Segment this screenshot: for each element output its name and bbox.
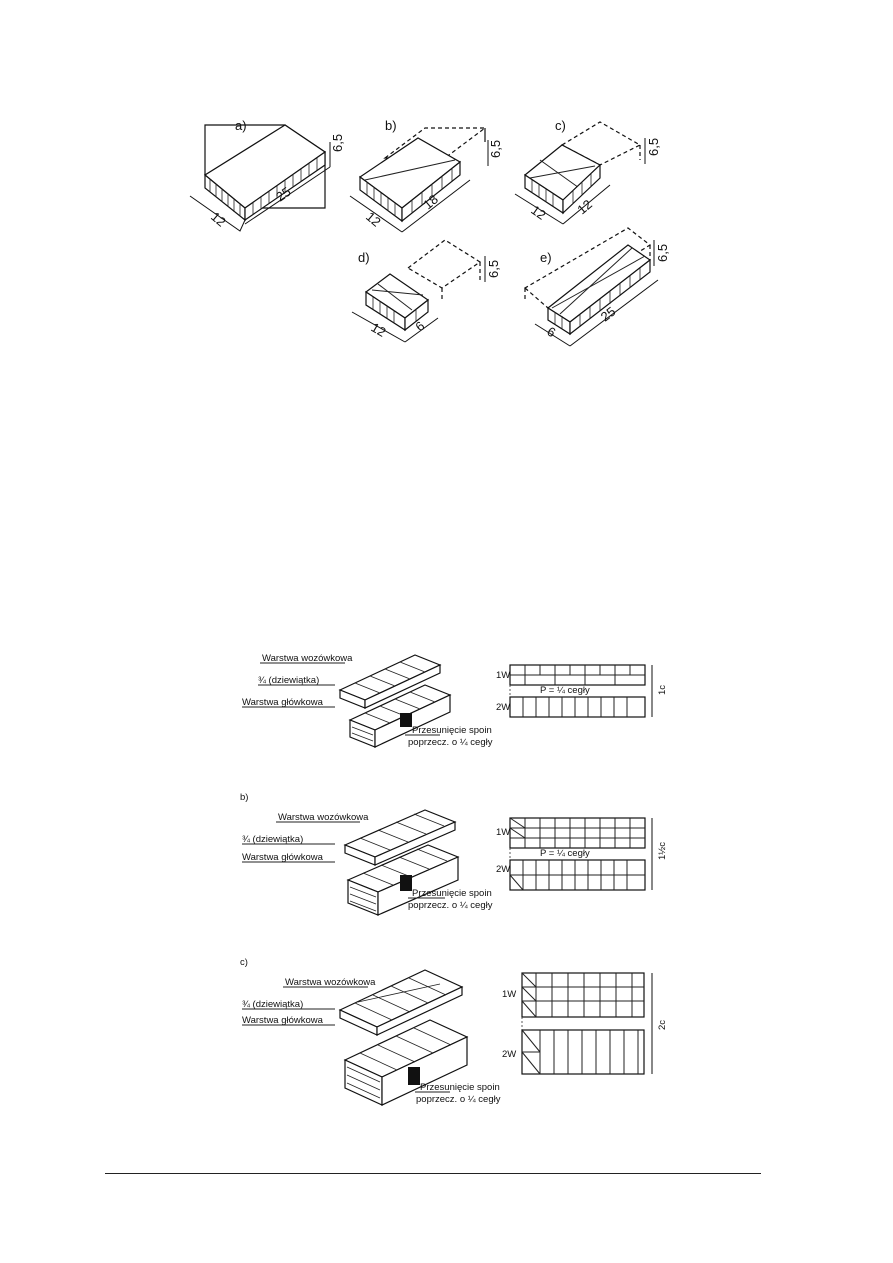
bond-panel-b-label: b) bbox=[240, 792, 248, 803]
panel-c: c) 12 12 6,5 bbox=[514, 118, 661, 225]
row-1-label: 1W bbox=[496, 827, 510, 838]
bottom-layer-label: Warstwa główkowa bbox=[242, 1015, 324, 1026]
panel-d: d) 12 6 6,5 bbox=[351, 239, 501, 343]
thickness-label: 2c bbox=[657, 1020, 668, 1030]
panel-c-width: 12 bbox=[528, 202, 548, 223]
panel-e: e) 6 25 6,5 bbox=[523, 227, 670, 347]
bottom-layer-label: Warstwa główkowa bbox=[242, 852, 324, 863]
three-quarter-label: ¾ (dziewiątka) bbox=[242, 999, 303, 1010]
footer-rule bbox=[105, 1173, 761, 1174]
bond-panel-a: Warstwa wozówkowa ¾ (dziewiątka) Warstwa… bbox=[242, 653, 668, 748]
top-layer-label: Warstwa wozówkowa bbox=[262, 653, 353, 664]
panel-d-width: 12 bbox=[369, 320, 389, 340]
brick-dimensions-figure: a) 12 25 6,5 b) bbox=[189, 118, 670, 347]
row-1-label: 1W bbox=[496, 670, 510, 681]
panel-a-width: 12 bbox=[208, 209, 229, 230]
panel-c-label: c) bbox=[555, 118, 566, 133]
row-1-label: 1W bbox=[502, 989, 516, 1000]
three-quarter-label: ¾ (dziewiątka) bbox=[242, 834, 303, 845]
panel-e-length: 25 bbox=[598, 304, 619, 325]
panel-d-length: 6 bbox=[412, 318, 427, 334]
offset-label-2: poprzecz. o ¼ cegły bbox=[416, 1094, 501, 1105]
panel-e-label: e) bbox=[540, 250, 552, 265]
panel-b: b) 12 18 6,5 bbox=[349, 118, 503, 233]
offset-label-1: Przesunięcie spoin bbox=[412, 888, 492, 899]
bond-panel-c: c) Warstwa wozówkowa ¾ (dziewiątka) Wars… bbox=[240, 957, 668, 1106]
shift-label: P = ¼ cegły bbox=[540, 685, 590, 696]
offset-label-2: poprzecz. o ¼ cegły bbox=[408, 737, 493, 748]
bond-panel-c-label: c) bbox=[240, 957, 248, 968]
bond-panel-b: b) Warstwa wozówkowa ¾ (dziewiątka) Wars… bbox=[240, 792, 668, 916]
thickness-label: 1c bbox=[657, 685, 668, 695]
row-2-label: 2W bbox=[496, 864, 510, 875]
three-quarter-label: ¾ (dziewiątka) bbox=[258, 675, 319, 686]
panel-a-height: 6,5 bbox=[330, 134, 345, 152]
row-2-label: 2W bbox=[496, 702, 510, 713]
panel-c-height: 6,5 bbox=[646, 138, 661, 156]
panel-b-width: 12 bbox=[363, 209, 384, 230]
panel-e-height: 6,5 bbox=[655, 244, 670, 262]
panel-b-height: 6,5 bbox=[488, 140, 503, 158]
top-layer-label: Warstwa wozówkowa bbox=[278, 812, 369, 823]
offset-label-1: Przesunięcie spoin bbox=[420, 1082, 500, 1093]
panel-b-label: b) bbox=[385, 118, 397, 133]
offset-label-2: poprzecz. o ¼ cegły bbox=[408, 900, 493, 911]
panel-d-label: d) bbox=[358, 250, 370, 265]
panel-a: a) 12 25 6,5 bbox=[189, 118, 345, 232]
top-layer-label: Warstwa wozówkowa bbox=[285, 977, 376, 988]
panel-d-height: 6,5 bbox=[486, 260, 501, 278]
thickness-label: 1½c bbox=[657, 842, 668, 860]
brick-bond-figure: Warstwa wozówkowa ¾ (dziewiątka) Warstwa… bbox=[240, 653, 668, 1106]
panel-a-length: 25 bbox=[273, 184, 293, 205]
offset-label-1: Przesunięcie spoin bbox=[412, 725, 492, 736]
row-2-label: 2W bbox=[502, 1049, 516, 1060]
bottom-layer-label: Warstwa główkowa bbox=[242, 697, 324, 708]
shift-label: P = ¼ cegły bbox=[540, 848, 590, 859]
